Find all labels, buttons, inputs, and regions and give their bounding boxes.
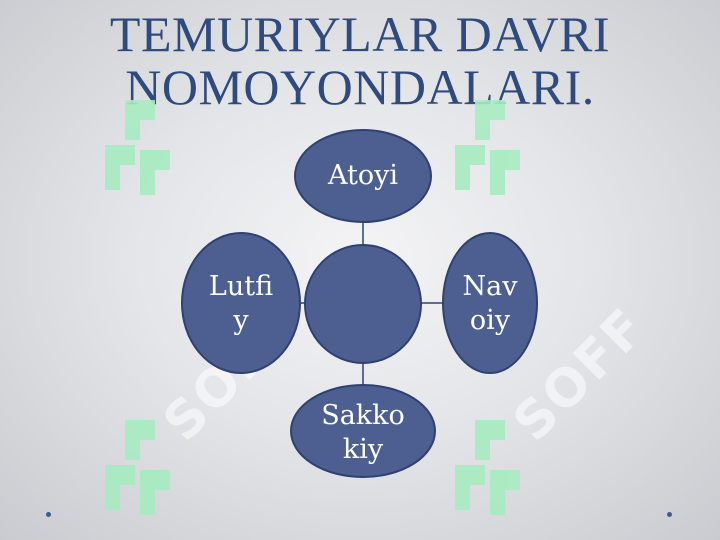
center-node-label [310,270,416,338]
node-bottom-label-line-2: kiy [342,434,384,465]
center-node [304,244,422,364]
node-top [294,129,432,223]
node-right-label-line-2: oiy [469,305,511,336]
node-bottom [290,384,436,478]
node-right [442,232,538,374]
node-top-label-line-1: Atoyi [327,160,399,191]
node-left [181,232,301,374]
title-line-2: NOMOYONDALARI. [125,59,595,115]
node-top-label: Atoyi [295,140,431,212]
corner-dot-left [46,512,51,517]
node-left-label-line-1: Lutfi [208,271,274,302]
node-left-label: Lutfi y [182,268,300,340]
node-right-label: Nav oiy [443,268,537,340]
node-right-label-line-1: Nav [462,271,518,302]
node-left-label-line-2: y [233,305,249,336]
title-line-1: TEMURIYLAR DAVRI [109,6,611,62]
slide-title: TEMURIYLAR DAVRI NOMOYONDALARI. [0,8,720,114]
corner-dot-right [667,512,672,517]
node-bottom-label-line-1: Sakko [321,400,405,431]
node-bottom-label: Sakko kiy [291,397,435,469]
